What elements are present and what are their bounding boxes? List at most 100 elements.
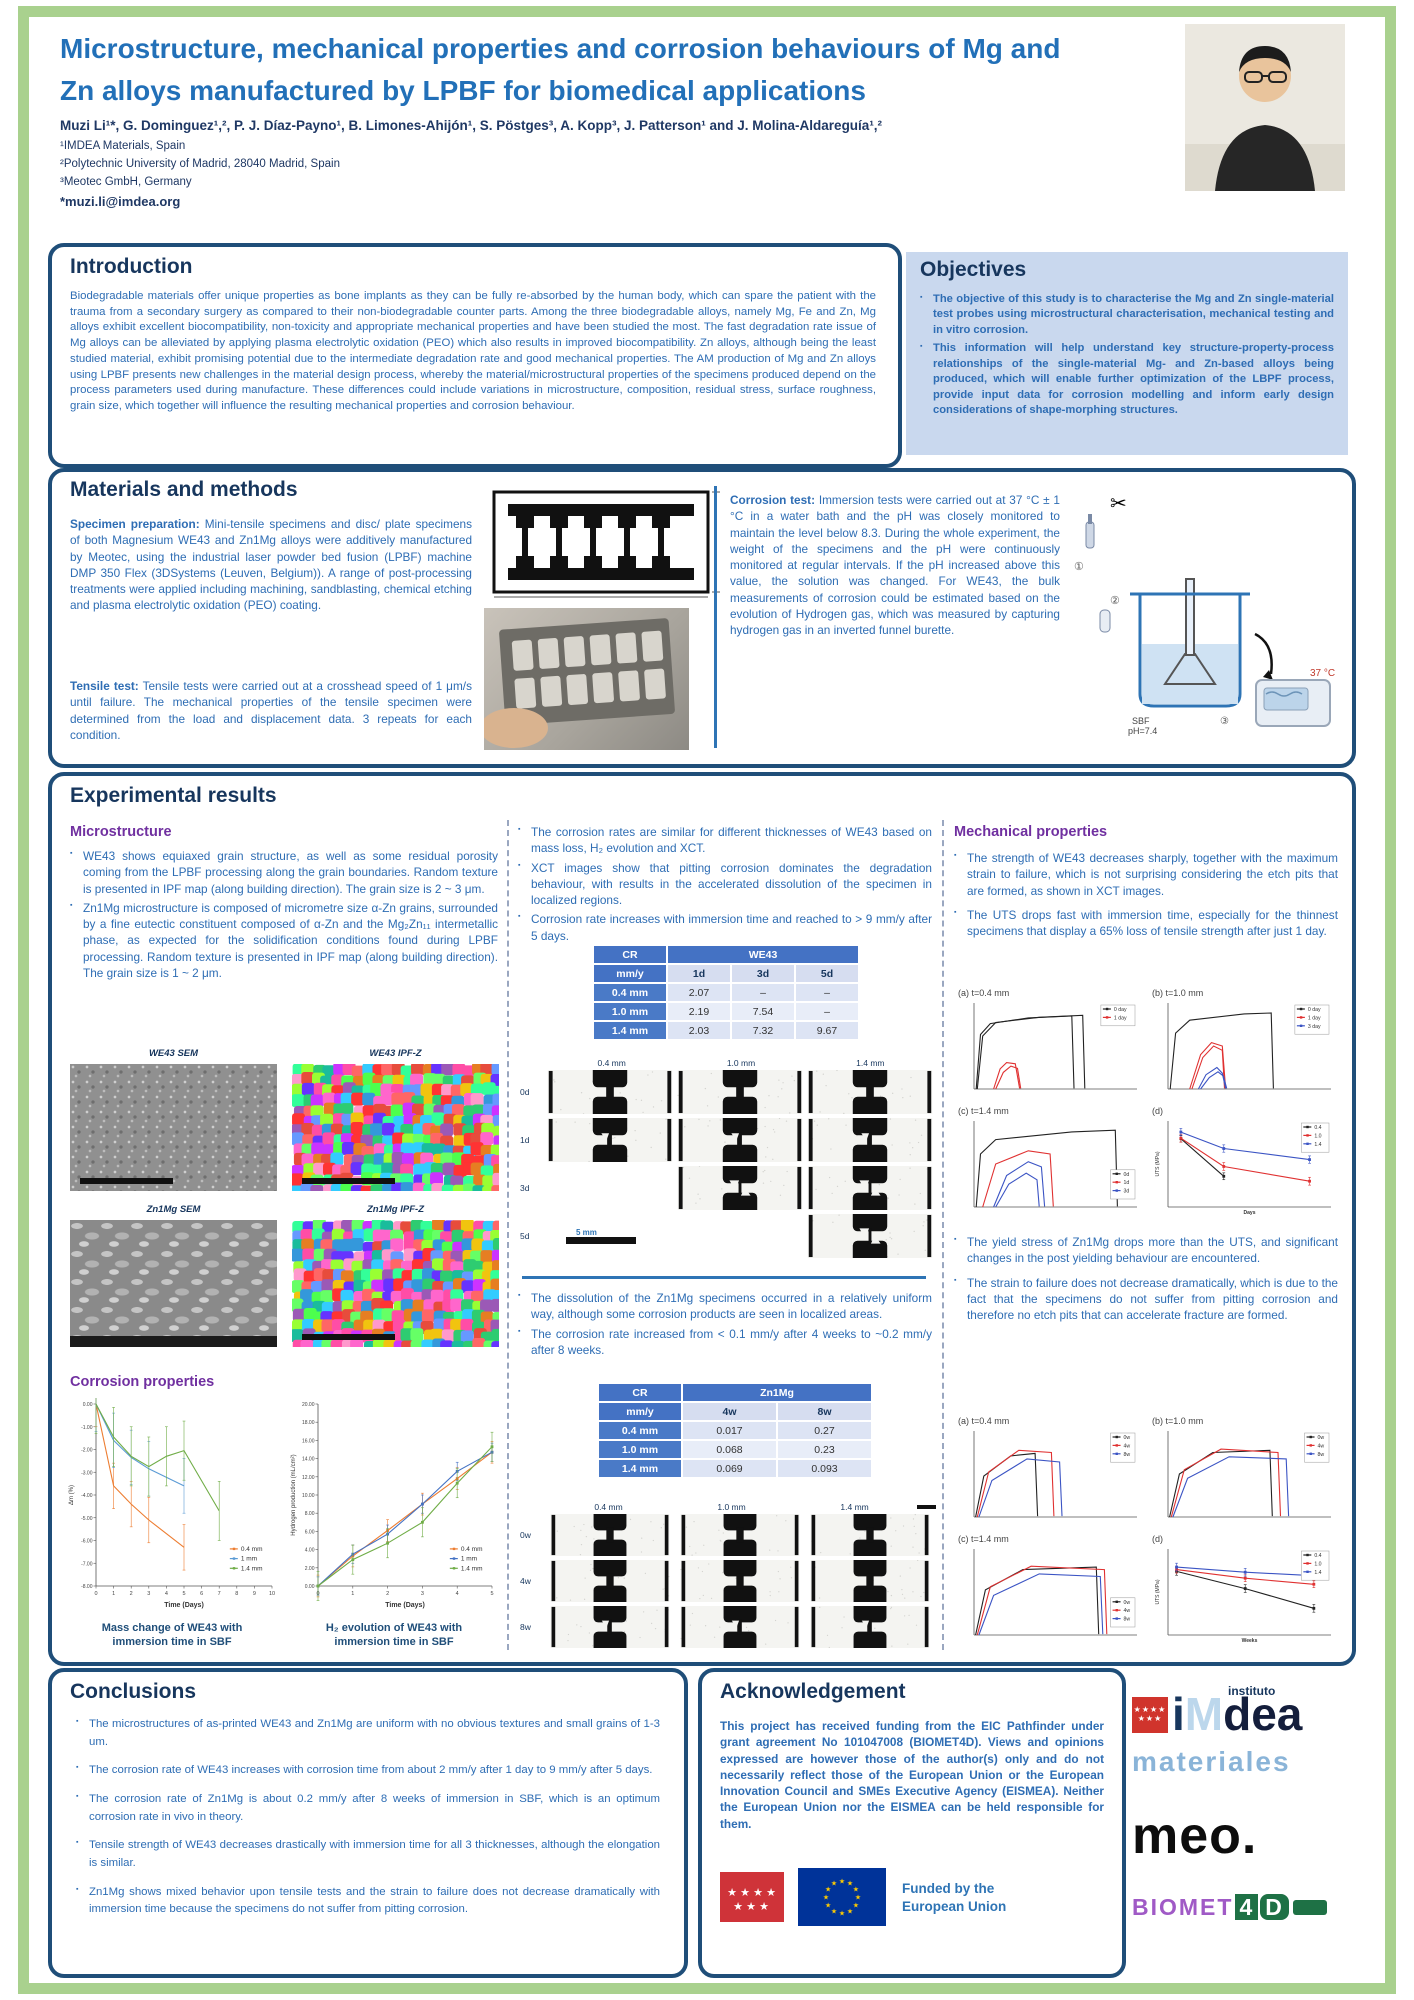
- svg-text:12.00: 12.00: [302, 1475, 315, 1481]
- xct-row-label: 4w: [520, 1576, 531, 1586]
- step-2-marker: ②: [1110, 595, 1120, 607]
- objectives-heading: Objectives: [920, 258, 1027, 281]
- svg-text:0 day: 0 day: [1308, 1007, 1321, 1013]
- zn1mg-ipf-scalebar: [302, 1334, 396, 1340]
- specimen-preparation-text: Specimen preparation: Mini-tensile speci…: [70, 516, 472, 614]
- xct-row-label: 8w: [520, 1622, 531, 1632]
- svg-text:2: 2: [386, 1591, 389, 1597]
- header: Microstructure, mechanical properties an…: [60, 28, 1170, 209]
- printed-plate-photo: [484, 608, 689, 750]
- results-heading: Experimental results: [70, 784, 277, 807]
- mass-change-caption: Mass change of WE43 with immersion time …: [101, 1622, 243, 1649]
- results-divider-left: [507, 820, 509, 1650]
- imdea-dea: dea: [1223, 1688, 1303, 1740]
- xct-row: 4w: [520, 1558, 936, 1604]
- svg-text:1.4 mm: 1.4 mm: [241, 1565, 263, 1572]
- svg-text:3: 3: [147, 1591, 150, 1597]
- zn1mg-table-corner: CR: [599, 1384, 681, 1401]
- xct-cell: [806, 1514, 934, 1556]
- svg-text:1.4 mm: 1.4 mm: [461, 1565, 483, 1572]
- sbf-label: SBF: [1132, 716, 1150, 726]
- svg-text:0 day: 0 day: [1114, 1007, 1127, 1013]
- zn1mg-chart-b-label: (b) t=1.0 mm: [1152, 1416, 1204, 1426]
- corrosion-test-lead: Corrosion test:: [730, 493, 816, 507]
- xct-row: 3d: [520, 1164, 936, 1212]
- xct-row-label: 1d: [520, 1135, 530, 1145]
- authors-line: Muzi Li¹*, G. Dominguez¹,², P. J. Díaz-P…: [60, 118, 883, 133]
- we43-col-1d: 1d: [668, 965, 730, 982]
- xct-cell: [806, 1070, 934, 1114]
- xct-specimen-image: [810, 1606, 930, 1648]
- svg-text:★: ★: [733, 1901, 743, 1913]
- svg-text:0w: 0w: [1124, 1600, 1131, 1606]
- xct-cell: [546, 1070, 674, 1114]
- xct-specimen-image: [680, 1606, 800, 1648]
- svg-text:0.4: 0.4: [1314, 1125, 1321, 1131]
- specimen-preparation-lead: Specimen preparation:: [70, 517, 200, 531]
- we43-chart-c-label: (c) t=1.4 mm: [958, 1106, 1009, 1116]
- svg-text:7: 7: [218, 1591, 221, 1597]
- specimen-drawing-svg: [492, 490, 720, 598]
- h2-evolution-caption: H₂ evolution of WE43 with immersion time…: [325, 1622, 463, 1649]
- biomet-green-bar: [1292, 1900, 1327, 1915]
- svg-text:8w: 8w: [1124, 1617, 1131, 1623]
- we43-ipf-scalebar: [302, 1178, 396, 1184]
- acknowledgement-box: Acknowledgement This project has receive…: [698, 1668, 1126, 1978]
- xct-specimen-image: [677, 1070, 803, 1114]
- svg-text:3d: 3d: [1124, 1189, 1130, 1195]
- xct-specimen-image: [547, 1070, 673, 1114]
- poster-title-line2: Zn alloys manufactured by LPBF for biome…: [60, 75, 866, 106]
- objectives-bullet-1: The objective of this study is to charac…: [920, 292, 1334, 338]
- affiliation-3: ³Meotec GmbH, Germany: [60, 176, 192, 188]
- svg-text:★: ★: [727, 1887, 737, 1899]
- svg-text:-7.00: -7.00: [81, 1561, 93, 1567]
- conclusions-heading: Conclusions: [70, 1680, 197, 1703]
- corrosion-test-text: Corrosion test: Immersion tests were car…: [730, 492, 1060, 638]
- xct-specimen-image: [807, 1070, 933, 1114]
- xct-specimen-image: [550, 1560, 670, 1602]
- svg-text:4.00: 4.00: [305, 1548, 315, 1554]
- zn1mg-table-group: Zn1Mg: [683, 1384, 871, 1401]
- svg-text:9: 9: [253, 1591, 256, 1597]
- xct-cell: [546, 1514, 674, 1556]
- corrosion-setup-svg: ✂ ① ② SBF pH=7.4 ③: [1074, 493, 1335, 736]
- xct-scale-bar: [917, 1505, 936, 1509]
- methods-box: Materials and methods Specimen preparati…: [48, 468, 1356, 768]
- conclusion-bullet-2: The corrosion rate of WE43 increases wit…: [76, 1762, 660, 1780]
- methods-heading: Materials and methods: [70, 478, 298, 501]
- imdea-madrid-square-icon: ★★★★★★★: [1132, 1696, 1168, 1733]
- svg-text:2.00: 2.00: [305, 1566, 315, 1572]
- svg-text:0w: 0w: [1318, 1435, 1325, 1441]
- xct-specimen-image: [810, 1514, 930, 1556]
- svg-text:0.4 mm: 0.4 mm: [241, 1546, 263, 1553]
- xct-scale-bar: [566, 1237, 636, 1244]
- zn1mg-mech-bullet-1: The yield stress of Zn1Mg drops more tha…: [954, 1234, 1338, 1267]
- mechanical-properties-heading: Mechanical properties: [954, 824, 1108, 840]
- xct-cell: [806, 1214, 934, 1258]
- we43-sem-label: WE43 SEM: [148, 1048, 199, 1059]
- xct-cell: [676, 1560, 804, 1602]
- svg-text:1: 1: [112, 1591, 115, 1597]
- xct-specimen-image: [550, 1606, 670, 1648]
- zn1mg-ipf-image: [290, 1218, 506, 1355]
- svg-text:Days: Days: [1244, 1210, 1256, 1216]
- xct-row: 0d: [520, 1068, 936, 1116]
- xct-cell: [546, 1118, 674, 1162]
- logos-column: instituto ★★★★★★★ i M dea materiales meo…: [1132, 1684, 1350, 1921]
- xct-cell: [806, 1606, 934, 1648]
- xct-specimen-image: [807, 1166, 933, 1210]
- author-photo-drawing: [1185, 24, 1345, 191]
- xct-specimen-image: [680, 1514, 800, 1556]
- xct-specimen-image: [680, 1560, 800, 1602]
- zn1mg-mech-bullet-2: The strain to failure does not decrease …: [954, 1275, 1338, 1324]
